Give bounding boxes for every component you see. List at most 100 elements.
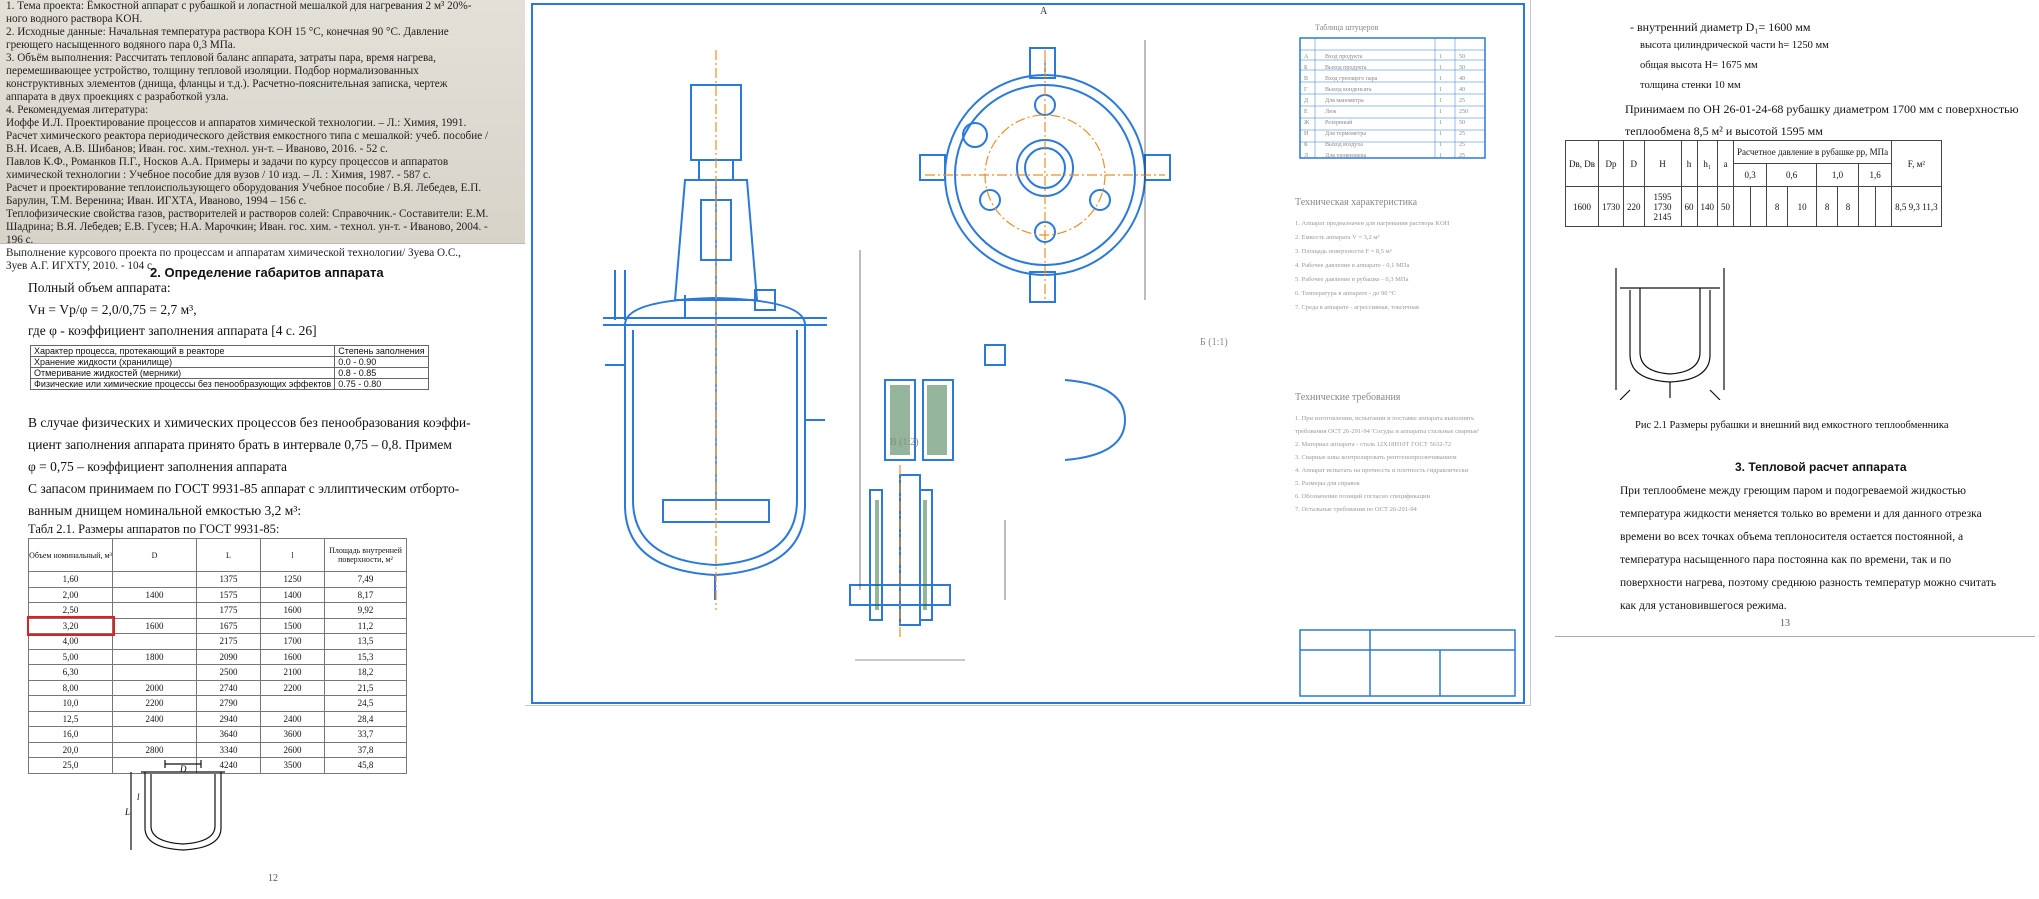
section-title-dimensions: 2. Определение габаритов аппарата xyxy=(150,265,384,280)
drawing-note-line: 3. Площадь поверхности F = 8,5 м² xyxy=(1295,248,1392,255)
drawing-note-line: 5. Рабочее давление в рубашке - 0,3 МПа xyxy=(1295,276,1409,283)
table-cell: 2175 xyxy=(196,633,261,650)
table-cell: 2200 xyxy=(112,695,197,712)
diameter-label: D xyxy=(179,764,187,774)
spec-cell: 40 xyxy=(1459,76,1465,82)
engineering-drawing: Таблица штуцеров А Б (1:1) В (1:2) Техни… xyxy=(525,0,1531,706)
table-cell: 2600 xyxy=(260,741,325,758)
spec-cell: Е xyxy=(1304,109,1308,115)
paragraph-2-line-1: С запасом принимаем по ГОСТ 9931-85 аппа… xyxy=(28,481,460,496)
table-cell: 8 xyxy=(1816,186,1839,227)
spec-cell: А xyxy=(1304,54,1309,60)
total-height: общая высота H= 1675 мм xyxy=(1640,60,1758,71)
table-cell: 2200 xyxy=(260,679,325,696)
height-label: l xyxy=(137,792,140,802)
table-cell: 1400 xyxy=(112,586,197,603)
table-cell: 2000 xyxy=(112,679,197,696)
spec-cell: 1 xyxy=(1439,87,1442,93)
drawing-frame xyxy=(531,3,1525,704)
inner-diameter: - внутренний диаметр D₁= 1600 мм xyxy=(1630,20,1811,34)
table-cell: 2400 xyxy=(112,710,197,727)
spec-cell: 1 xyxy=(1439,142,1442,148)
assignment-line: конструктивных элементов (днища, фланцы … xyxy=(6,78,448,90)
table-cell: 1600 xyxy=(1565,186,1599,227)
jacket-sketch xyxy=(1615,268,1725,400)
table-cell: 1,60 xyxy=(28,571,113,588)
spec-cell: Для манометра xyxy=(1325,98,1364,104)
assignment-line: ного водного раствора KOH. xyxy=(6,13,143,25)
spec-cell: 40 xyxy=(1459,87,1465,93)
table-cell xyxy=(260,695,325,712)
left-page: 1. Тема проекта: Ёмкостной аппарат с руб… xyxy=(0,0,525,899)
spec-cell: 1 xyxy=(1439,76,1442,82)
spec-cell: 1 xyxy=(1439,65,1442,71)
table-cell: 1400 xyxy=(260,586,325,603)
section-b-label: Б (1:1) xyxy=(1200,337,1228,348)
spec-cell: Выход конденсата xyxy=(1325,87,1372,93)
table-cell: 21,5 xyxy=(324,679,407,696)
table-cell xyxy=(112,602,197,619)
tech-characteristic-title: Техническая характеристика xyxy=(1295,197,1418,208)
accept-line-1: Принимаем по ОН 26-01-24-68 рубашку диам… xyxy=(1625,102,2019,116)
table-cell: 28,4 xyxy=(324,710,407,727)
spec-cell: В xyxy=(1304,76,1308,82)
table-cell: 7,49 xyxy=(324,571,407,588)
drawing-note-line: 7. Среда в аппарате - агрессивная, токси… xyxy=(1295,304,1419,311)
table-cell xyxy=(1857,186,1876,227)
fill-coefficient-note: где φ - коэффициент заполнения аппарата … xyxy=(28,323,317,338)
spec-cell: 50 xyxy=(1459,54,1465,60)
drive-stand xyxy=(673,179,759,301)
assignment-line: Расчет химического реактора периодическо… xyxy=(6,130,489,142)
drawing-note-line: 6. Обозначение позиций согласно специфик… xyxy=(1295,493,1431,500)
table-cell: 1700 xyxy=(260,633,325,650)
spec-cell: 25 xyxy=(1459,153,1465,159)
drawing-note-line: 7. Остальные требования по ОСТ 26-291-94 xyxy=(1295,506,1417,513)
assignment-line: 1. Тема проекта: Ёмкостной аппарат с руб… xyxy=(6,0,472,12)
spec-cell: 250 xyxy=(1459,109,1468,115)
table-cell xyxy=(1733,186,1751,227)
spec-cell: Вход греющего пара xyxy=(1325,76,1378,82)
table-cell: 8 xyxy=(1766,186,1789,227)
table-cell: 60 xyxy=(1680,186,1698,227)
table-cell: 2500 xyxy=(196,664,261,681)
table-cell: 10,0 xyxy=(28,695,113,712)
table-cell: 16,0 xyxy=(28,726,113,743)
spec-cell: 50 xyxy=(1459,65,1465,71)
assignment-line: В.Н. Исаев, А.В. Шибанов; Иван. гос. хим… xyxy=(6,143,388,155)
table-cell: 1600 xyxy=(260,602,325,619)
spec-cell: Выход воздуха xyxy=(1325,142,1363,148)
assignment-line: Расчет и проектирование теплоиспользующе… xyxy=(6,182,482,194)
table-cell: 5,00 xyxy=(28,648,113,665)
table-cell xyxy=(112,633,197,650)
right-page: - внутренний диаметр D₁= 1600 мм высота … xyxy=(1540,0,2039,899)
table-cell: 33,7 xyxy=(324,726,407,743)
assignment-line: 3. Объём выполнения: Рассчитать тепловой… xyxy=(6,52,436,64)
spec-cell: Г xyxy=(1304,87,1308,93)
spec-cell: 50 xyxy=(1459,120,1465,126)
table-cell: 3,20 xyxy=(26,616,115,636)
assignment-line: аппарата в двух проекциях с разработкой … xyxy=(6,91,229,103)
table-cell xyxy=(1874,186,1893,227)
table-cell: 10 xyxy=(1787,186,1818,227)
table-cell: 2090 xyxy=(196,648,261,665)
vessel-shell xyxy=(624,325,806,577)
drawing-note-line: требования ОСТ 26-291-94 'Сосуды и аппар… xyxy=(1295,428,1479,435)
cylinder-height: высота цилиндрической части h= 1250 мм xyxy=(1640,40,1829,51)
assignment-line: перемешивающее устройство, толщину тепло… xyxy=(6,65,419,77)
volume-formula: Vн = Vр/φ = 2,0/0,75 = 2,7 м³, xyxy=(28,302,197,317)
table-cell: 24,5 xyxy=(324,695,407,712)
spec-cell: Выход продукта xyxy=(1325,65,1367,71)
drawing-note-line: 4. Рабочее давление в аппарате - 0,1 МПа xyxy=(1295,262,1409,269)
spec-cell: 1 xyxy=(1439,120,1442,126)
full-volume-label: Полный объем аппарата: xyxy=(28,280,171,295)
length-label: L xyxy=(125,807,130,817)
assignment-line: Выполнение курсового проекта по процесса… xyxy=(6,247,461,259)
spec-cell: Для уровнемера xyxy=(1325,153,1367,159)
assignment-line: 2. Исходные данные: Начальная температур… xyxy=(6,26,449,38)
table-cell: 9,92 xyxy=(324,602,407,619)
figure-caption: Рис 2.1 Размеры рубашки и внешний вид ем… xyxy=(1635,420,1949,431)
spec-cell: 25 xyxy=(1459,142,1465,148)
